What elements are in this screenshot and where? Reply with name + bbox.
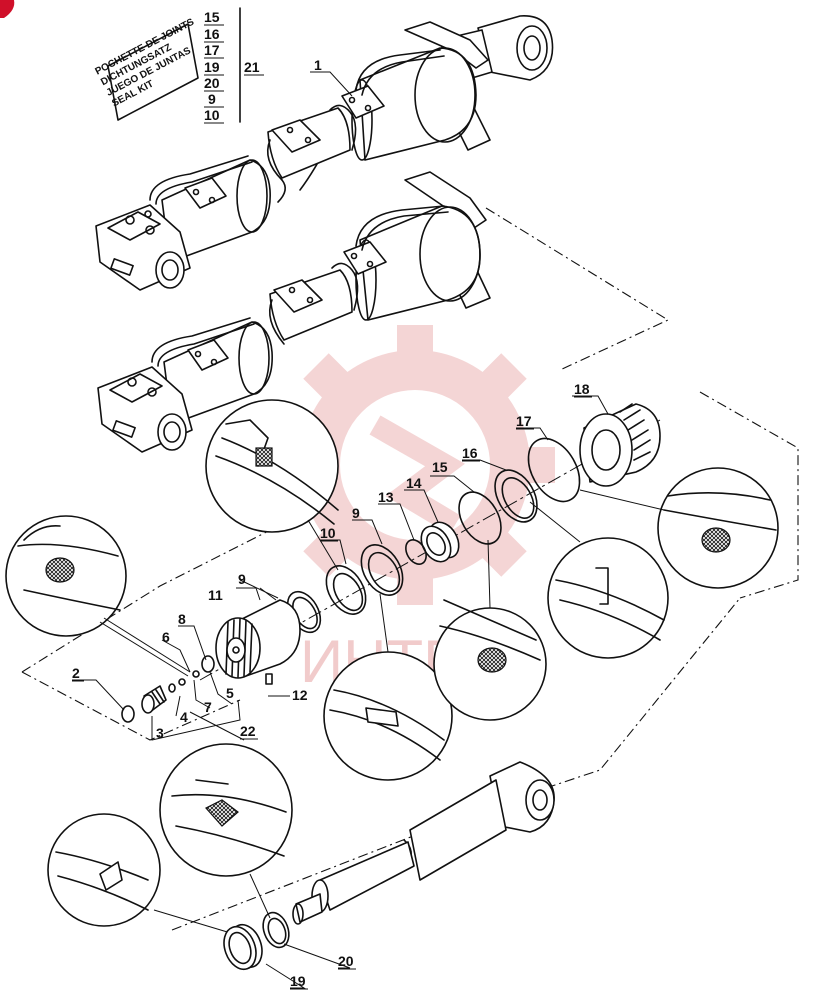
- part-13-retaining-ring: [405, 539, 427, 565]
- callout-9-lower: 9: [238, 571, 246, 587]
- kit-part-10: 10: [204, 107, 220, 123]
- part-17-o-ring: [527, 437, 581, 503]
- callout-18: 18: [574, 381, 590, 397]
- callout-13: 13: [378, 489, 394, 505]
- callout-4: 4: [180, 709, 188, 725]
- callout-3: 3: [156, 725, 164, 741]
- callout-6: 6: [162, 629, 170, 645]
- callout-8: 8: [178, 611, 186, 627]
- detail-circle-wiper-ring: [205, 399, 339, 571]
- detail-circle-backup-ring: [323, 593, 453, 781]
- callout-16: 16: [462, 445, 478, 461]
- kit-reference-21: 21: [244, 59, 260, 75]
- part-12-set-screw: [265, 673, 273, 685]
- part-8-nut: [201, 655, 215, 673]
- callout-20: 20: [338, 953, 354, 969]
- part-11-piston: [215, 599, 301, 679]
- kit-part-20: 20: [204, 75, 220, 91]
- callout-17: 17: [516, 413, 532, 429]
- callout-12: 12: [292, 687, 308, 703]
- part-3-valve: [141, 685, 167, 714]
- kit-part-9: 9: [208, 91, 216, 107]
- callout-15: 15: [432, 459, 448, 475]
- detail-circle-o-ring-large: [579, 467, 779, 589]
- part-2-ring: [121, 705, 135, 723]
- assembly-boundaries: [21, 207, 799, 931]
- kit-part-15: 15: [204, 9, 220, 25]
- callout-22: 22: [240, 723, 256, 739]
- callout-labels: 1 2 3 4 5 6 7 8 9 9 10 11 12 13 14 15 16…: [72, 57, 592, 990]
- detail-circle-rod-seal: [159, 743, 293, 919]
- cylinder-assembly-lower: [97, 171, 491, 453]
- callout-9-upper: 9: [352, 505, 360, 521]
- part-19-wiper: [223, 923, 263, 971]
- callout-1: 1: [314, 57, 322, 73]
- callout-5: 5: [226, 685, 234, 701]
- callout-19: 19: [290, 973, 306, 989]
- part-18-gland: [579, 403, 661, 487]
- detail-circle-guide-ring: [529, 501, 669, 659]
- part-10-seal: [325, 565, 367, 615]
- callout-11: 11: [208, 587, 223, 603]
- cylinder-assembly-upper: [95, 15, 554, 291]
- kit-part-16: 16: [204, 26, 220, 42]
- callout-10: 10: [320, 525, 336, 541]
- part-6-ball: [192, 670, 200, 678]
- piston-rod: [292, 761, 555, 925]
- part-20-rod-seal: [262, 911, 290, 949]
- part-9-backup-ring-upper: [360, 544, 404, 596]
- part-16-guide-ring: [494, 469, 538, 523]
- part-15-o-ring: [458, 491, 502, 545]
- callout-14: 14: [406, 475, 422, 491]
- leader-lines: [72, 71, 609, 989]
- corner-mark: [0, 0, 15, 18]
- detail-circle-piston-seal-o-ring: [433, 539, 547, 721]
- kit-part-19: 19: [204, 59, 220, 75]
- detail-circle-rod-wiper: [47, 813, 235, 935]
- callout-7: 7: [204, 699, 212, 715]
- part-4-5-7-washers: [168, 678, 186, 693]
- seal-kit-box: POCHETTE DE JOINTS DICHTUNGSATZ JUEGO DE…: [94, 7, 264, 124]
- detail-circle-o-ring-small: [5, 515, 191, 677]
- callout-2: 2: [72, 665, 80, 681]
- kit-part-17: 17: [204, 42, 220, 58]
